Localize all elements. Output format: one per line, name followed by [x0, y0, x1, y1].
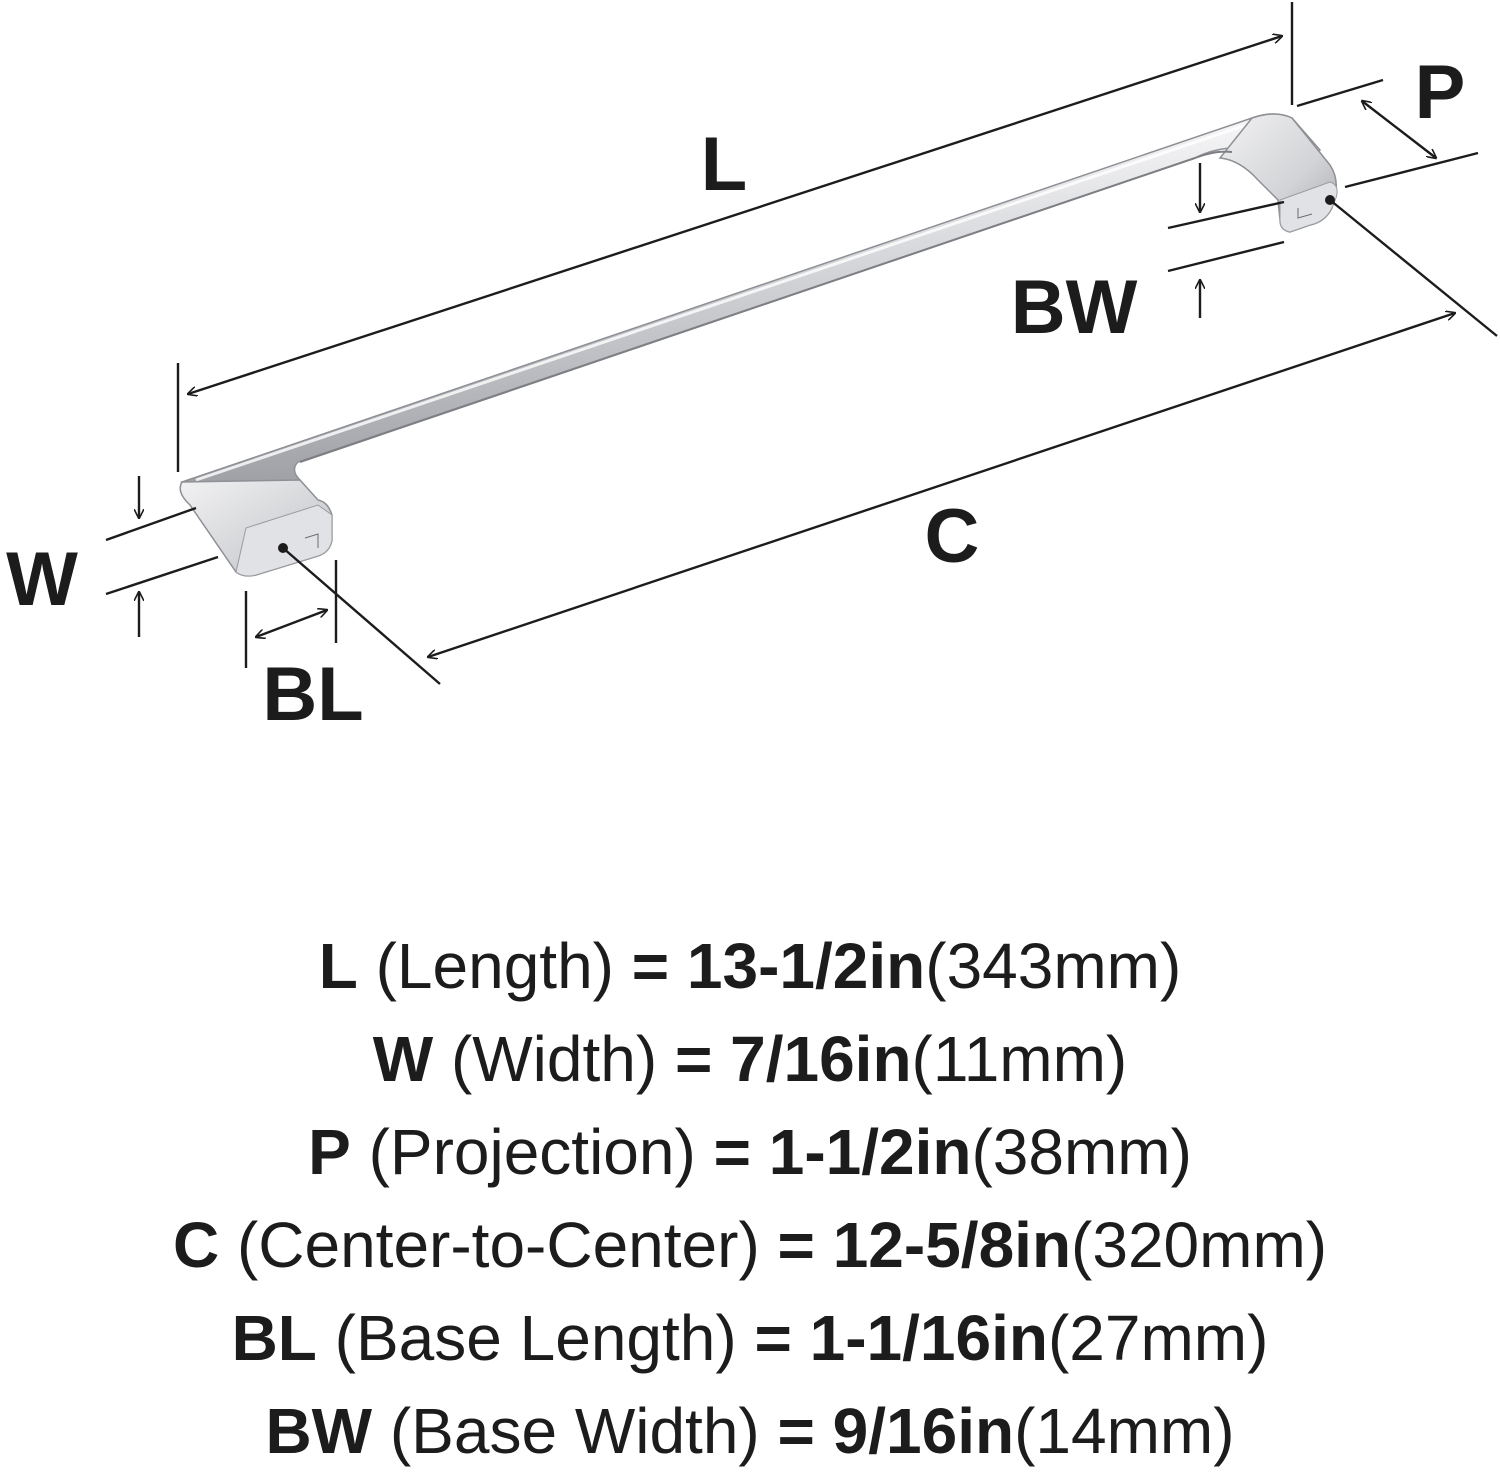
spec-code: BW	[265, 1395, 373, 1467]
center-line-left	[282, 547, 441, 685]
spec-imperial: 7/16in	[730, 1023, 912, 1095]
spec-row-center-to-center: C (Center-to-Center) = 12-5/8in(320mm)	[0, 1199, 1500, 1292]
specification-list: L (Length) = 13-1/2in(343mm) W (Width) =…	[0, 920, 1500, 1478]
spec-metric: (343mm)	[925, 930, 1182, 1002]
spec-name: (Center-to-Center)	[236, 1209, 760, 1281]
spec-code: L	[318, 930, 358, 1002]
length-label: L	[701, 122, 747, 207]
spec-row-projection: P (Projection) = 1-1/2in(38mm)	[0, 1106, 1500, 1199]
spec-metric: (14mm)	[1014, 1395, 1235, 1467]
spec-equals: =	[631, 930, 670, 1002]
spec-equals: =	[713, 1116, 751, 1188]
handle-illustration	[179, 113, 1338, 577]
spec-name: (Base Length)	[334, 1302, 737, 1374]
spec-metric: (11mm)	[911, 1023, 1128, 1095]
length-dimension-line	[188, 36, 1282, 394]
spec-equals: =	[777, 1395, 815, 1467]
spec-metric: (27mm)	[1047, 1302, 1269, 1374]
spec-imperial: 1-1/2in	[768, 1116, 972, 1188]
center-dimension-line	[428, 313, 1455, 657]
handle-dimension-diagram: L P BW W C BL	[6, 2, 1498, 737]
left-post-face	[235, 504, 333, 577]
width-extension-top	[105, 506, 197, 542]
spec-equals: =	[754, 1302, 792, 1374]
spec-imperial: 1-1/16in	[809, 1302, 1048, 1374]
projection-dimension-line	[1362, 101, 1436, 158]
spec-imperial: 13-1/2in	[686, 930, 926, 1002]
dimension-lines	[105, 2, 1498, 685]
spec-metric: (38mm)	[971, 1116, 1192, 1188]
width-extension-bottom	[105, 555, 219, 596]
projection-extension-bottom	[1344, 151, 1479, 189]
base-width-extension-bottom	[1167, 240, 1285, 273]
spec-name: (Base Width)	[389, 1395, 760, 1467]
spec-code: C	[172, 1209, 220, 1281]
center-line-right	[1329, 199, 1498, 337]
spec-row-base-length: BL (Base Length) = 1-1/16in(27mm)	[0, 1292, 1500, 1385]
base-width-label: BW	[1011, 265, 1138, 350]
spec-name: (Length)	[375, 930, 614, 1002]
base-length-label: BL	[262, 652, 363, 737]
spec-name: (Projection)	[368, 1116, 696, 1188]
spec-row-length: L (Length) = 13-1/2in(343mm)	[0, 920, 1500, 1013]
left-post-mark	[304, 533, 319, 548]
spec-imperial: 12-5/8in	[832, 1209, 1072, 1281]
width-label: W	[6, 537, 78, 622]
spec-code: W	[372, 1023, 434, 1095]
spec-code: P	[308, 1116, 351, 1188]
spec-name: (Width)	[450, 1023, 658, 1095]
spec-row-width: W (Width) = 7/16in(11mm)	[0, 1013, 1500, 1106]
spec-equals: =	[674, 1023, 713, 1095]
center-label: C	[925, 494, 980, 579]
projection-label: P	[1415, 50, 1466, 135]
base-length-dimension-line	[256, 610, 327, 637]
projection-extension-top	[1296, 78, 1384, 108]
spec-equals: =	[777, 1209, 815, 1281]
right-post-mark	[1297, 208, 1313, 219]
spec-row-base-width: BW (Base Width) = 9/16in(14mm)	[0, 1385, 1500, 1478]
spec-metric: (320mm)	[1071, 1209, 1328, 1281]
spec-code: BL	[231, 1302, 317, 1374]
spec-imperial: 9/16in	[832, 1395, 1015, 1467]
base-width-extension-top	[1167, 200, 1285, 230]
